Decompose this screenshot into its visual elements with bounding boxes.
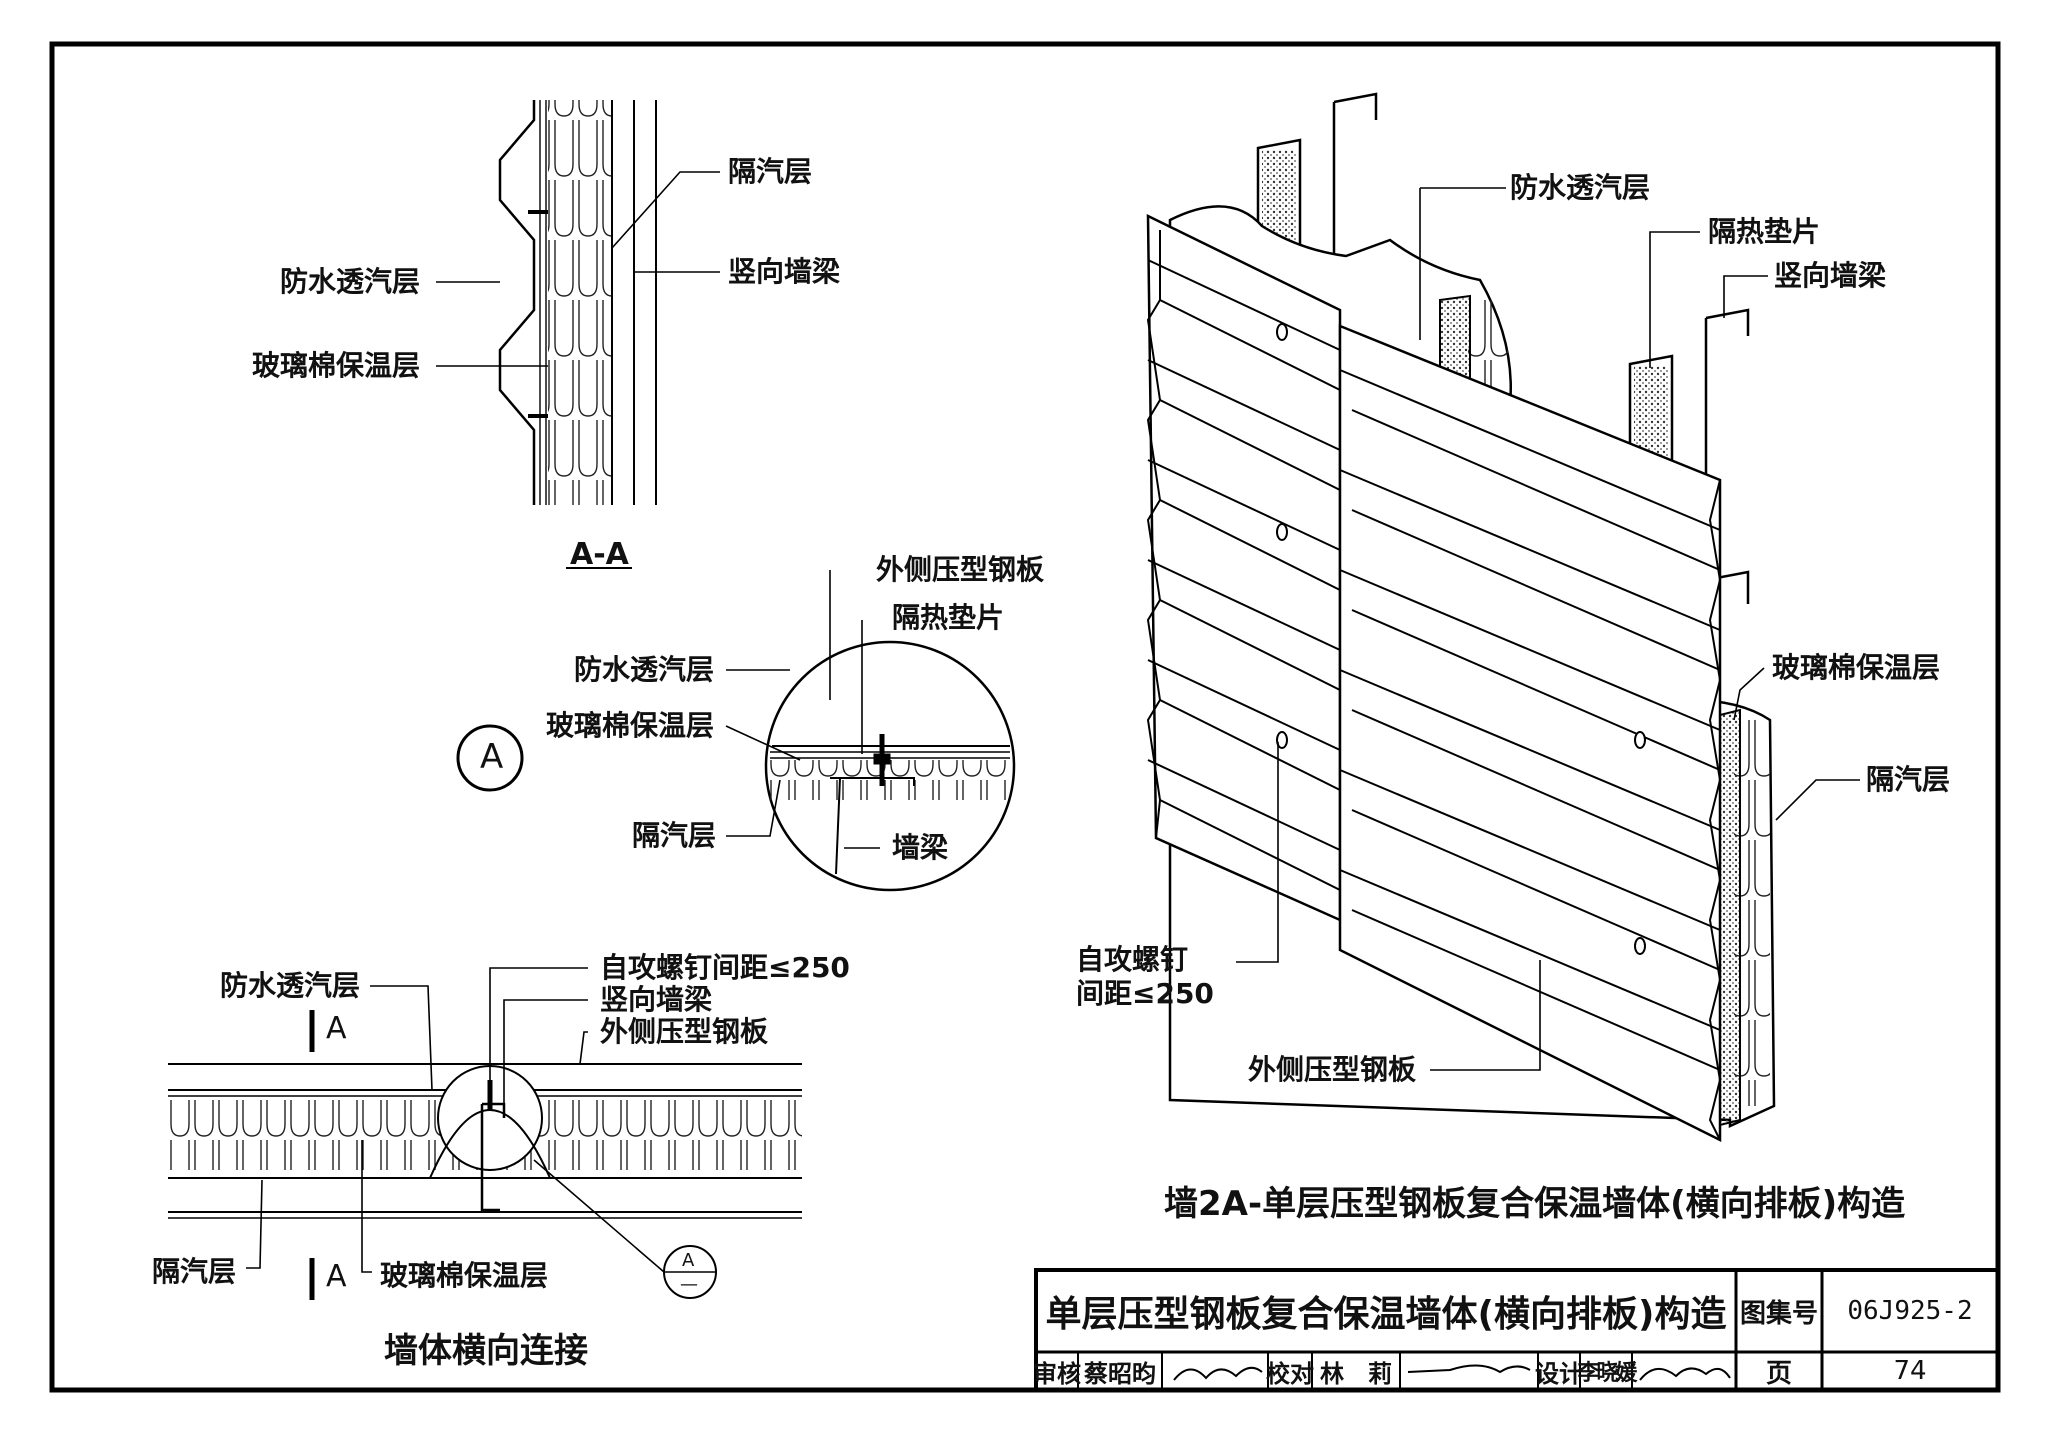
title-block-designer: 李晓媛	[1577, 1361, 1638, 1386]
title-block-check-label: 校对	[1266, 1359, 1314, 1388]
detail-a-symbol: A	[480, 737, 504, 777]
title-block-reviewer: 蔡昭昀	[1084, 1359, 1156, 1388]
joint-label-vapor-barrier: 隔汽层	[152, 1255, 237, 1288]
iso-label-thermal-pad: 隔热垫片	[1708, 215, 1821, 248]
joint-label-outer-steel: 外侧压型钢板	[600, 1015, 769, 1048]
joint-cut-mark-top: A	[326, 1011, 347, 1046]
iso-label-waterproof: 防水透汽层	[1510, 171, 1651, 204]
iso-label-screw-line1: 自攻螺钉	[1076, 943, 1189, 976]
iso-caption: 墙2A-单层压型钢板复合保温墙体(横向排板)构造	[1164, 1184, 1906, 1224]
aa-label-waterproof: 防水透汽层	[280, 265, 421, 298]
aa-label-vapor-barrier: 隔汽层	[728, 155, 813, 188]
joint-label-vertical-beam: 竖向墙梁	[600, 983, 713, 1016]
title-block-atlas-label: 图集号	[1739, 1298, 1818, 1329]
joint-cut-mark-bottom: A	[326, 1259, 347, 1294]
aa-label-vertical-beam: 竖向墙梁	[728, 255, 841, 288]
iso-label-glasswool: 玻璃棉保温层	[1772, 651, 1941, 684]
title-block-checker: 林 莉	[1320, 1359, 1392, 1388]
detail-a-label-thermal-pad: 隔热垫片	[892, 601, 1005, 634]
iso-label-outer-steel: 外侧压型钢板	[1248, 1053, 1417, 1086]
title-block-design-label: 设计	[1535, 1359, 1583, 1388]
isometric-drawing	[1146, 92, 1860, 1143]
horizontal-joint-drawing	[168, 967, 802, 1300]
detail-a-label-glasswool: 玻璃棉保温层	[546, 709, 715, 742]
detail-a-label-waterproof: 防水透汽层	[574, 653, 715, 686]
joint-caption: 墙体横向连接	[384, 1331, 588, 1371]
joint-label-glasswool: 玻璃棉保温层	[380, 1259, 549, 1292]
joint-ref-symbol-top: A	[682, 1250, 695, 1271]
title-block-frame	[1034, 1268, 2000, 1392]
title-block-atlas-no: 06J925-2	[1847, 1296, 1973, 1326]
iso-label-vapor-barrier: 隔汽层	[1866, 763, 1951, 796]
title-block-title: 单层压型钢板复合保温墙体(横向排板)构造	[1045, 1294, 1727, 1335]
detail-a-drawing	[456, 570, 1016, 892]
title-block-page-label: 页	[1765, 1358, 1792, 1389]
aa-label-glasswool: 玻璃棉保温层	[252, 349, 421, 382]
detail-a-label-outer-steel: 外侧压型钢板	[876, 553, 1045, 586]
joint-label-screw-spacing: 自攻螺钉间距≤250	[600, 951, 850, 984]
section-aa-drawing	[436, 100, 720, 569]
sheet-border	[49, 41, 2001, 1393]
detail-a-label-wall-beam: 墙梁	[892, 831, 949, 864]
title-block-review-label: 审核	[1033, 1359, 1081, 1388]
joint-ref-symbol-bottom: —	[680, 1274, 698, 1295]
detail-a-label-vapor-barrier: 隔汽层	[632, 819, 717, 852]
title-block-page-no: 74	[1893, 1356, 1927, 1386]
aa-caption: A-A	[570, 537, 629, 572]
iso-label-screw-line2: 间距≤250	[1076, 977, 1214, 1010]
joint-label-waterproof: 防水透汽层	[220, 969, 361, 1002]
iso-label-vertical-beam: 竖向墙梁	[1774, 259, 1887, 292]
